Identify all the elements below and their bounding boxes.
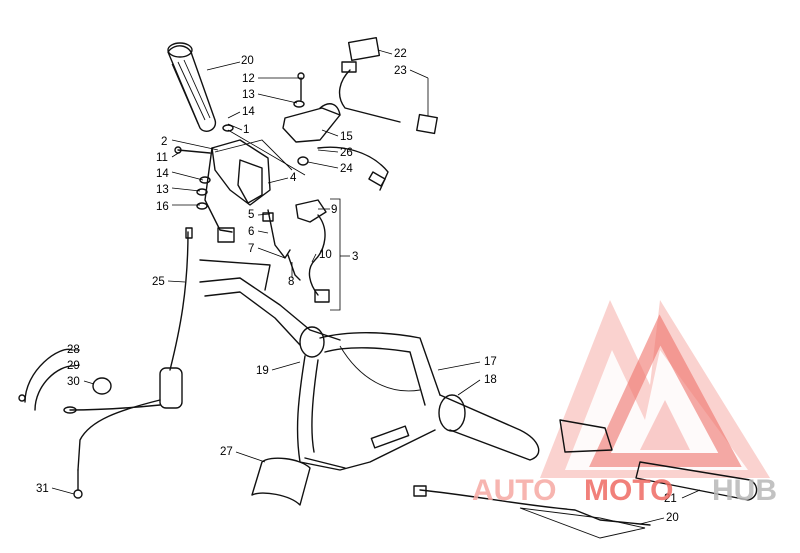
- mirror-cable: [317, 37, 438, 191]
- callout-14: 14: [156, 168, 169, 180]
- callout-17: 17: [484, 356, 497, 368]
- throttle-cable: [63, 227, 271, 499]
- callout-labels: 20 12 13 14 1 2 11 14 13 16 4 15 26 24 2…: [36, 48, 679, 524]
- leader-lines: [51, 49, 701, 525]
- callout-18: 18: [484, 374, 497, 386]
- callout-13: 13: [242, 89, 255, 101]
- callout-22: 22: [394, 48, 407, 60]
- screws-and-washers: [174, 72, 309, 210]
- callout-27: 27: [220, 446, 233, 458]
- callout-26: 26: [340, 147, 353, 159]
- callout-12: 12: [242, 73, 255, 85]
- callout-2: 2: [161, 136, 167, 148]
- handlebar-pad: [251, 457, 311, 506]
- handlebar: [199, 277, 540, 471]
- throttle-housing: [204, 139, 293, 243]
- callout-6: 6: [248, 226, 254, 238]
- callout-25: 25: [152, 276, 165, 288]
- callout-19: 19: [256, 365, 269, 377]
- callout-29: 29: [67, 360, 80, 372]
- callout-8: 8: [288, 276, 294, 288]
- callout-1: 1: [243, 124, 249, 136]
- watermark-moto: MOTO: [584, 474, 673, 507]
- switch-assembly: [262, 198, 341, 311]
- callout-31: 31: [36, 483, 49, 495]
- callout-23: 23: [394, 65, 407, 77]
- callout-3: 3: [352, 251, 358, 263]
- callout-9: 9: [331, 204, 337, 216]
- watermark-text: AUTO MOTO HUB: [472, 474, 777, 507]
- callout-5: 5: [248, 209, 254, 221]
- watermark-hub: HUB: [712, 474, 777, 507]
- callout-11: 11: [156, 152, 168, 164]
- callout-13: 13: [156, 184, 169, 196]
- callout-10: 10: [319, 249, 332, 261]
- callout-15: 15: [340, 131, 353, 143]
- callout-30: 30: [67, 376, 80, 388]
- callout-20: 20: [241, 55, 254, 67]
- callout-7: 7: [248, 243, 254, 255]
- callout-20: 21: [664, 493, 677, 505]
- mirror-bracket: [282, 103, 341, 143]
- watermark-auto: AUTO: [472, 474, 556, 507]
- callout-14: 14: [242, 106, 255, 118]
- callout-28: 28: [67, 344, 80, 356]
- cable-clips: [18, 348, 112, 411]
- callout-16: 16: [156, 201, 169, 213]
- callout-21: 20: [666, 512, 679, 524]
- callout-4: 4: [290, 172, 297, 184]
- watermark-logo-icon: [540, 300, 770, 478]
- right-grip-heater: [413, 419, 758, 539]
- left-grip: [167, 42, 217, 132]
- callout-24: 24: [340, 163, 353, 175]
